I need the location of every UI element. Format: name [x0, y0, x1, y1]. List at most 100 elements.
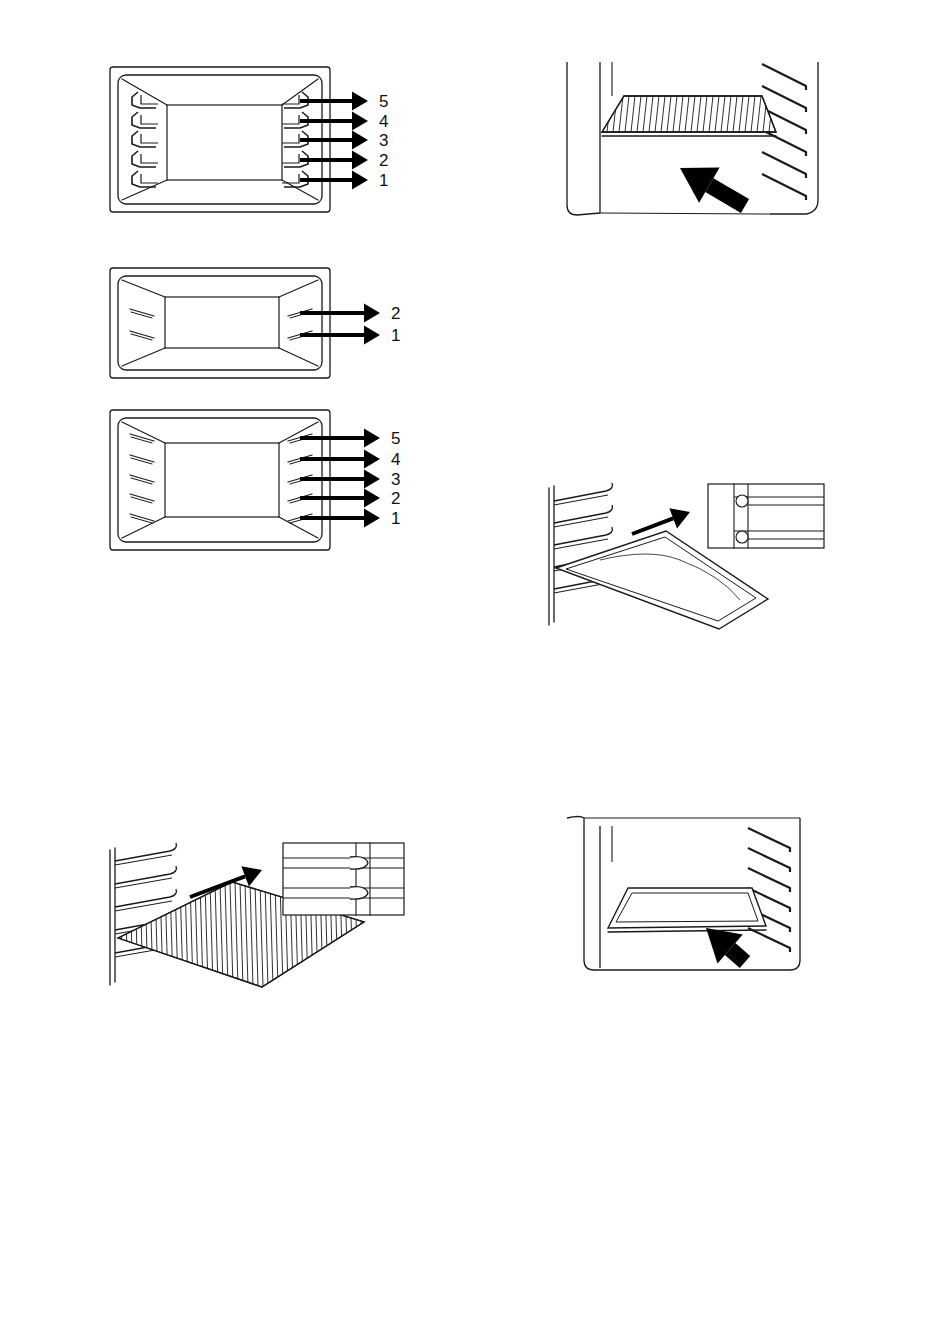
line-art	[721, 96, 725, 132]
line-art	[122, 348, 165, 366]
line-art	[748, 928, 790, 952]
line-art	[607, 96, 611, 132]
line-art	[748, 848, 790, 872]
line-art	[637, 96, 641, 132]
line-art	[122, 280, 165, 297]
line-art	[762, 130, 806, 156]
line-art	[250, 882, 253, 987]
line-art	[141, 154, 158, 163]
arrow-head	[364, 488, 380, 507]
back-wall	[167, 105, 282, 180]
line-art	[131, 437, 152, 443]
callout-number: 4	[390, 451, 401, 468]
line-art	[115, 889, 176, 907]
line-art	[775, 96, 779, 132]
line-art	[141, 174, 158, 183]
line-art	[132, 112, 156, 128]
arrow-shaft	[300, 457, 364, 461]
arrow-head	[364, 428, 380, 447]
line-art	[679, 96, 683, 132]
line-art	[245, 882, 248, 987]
line-art	[733, 96, 737, 132]
callout-number: 5	[378, 93, 389, 110]
line-art	[781, 96, 785, 132]
line-art	[145, 882, 148, 987]
line-art	[709, 96, 713, 132]
line-art	[745, 96, 749, 132]
arrow-head	[364, 449, 380, 468]
line-art	[122, 517, 165, 538]
line-art	[260, 882, 263, 987]
line-art	[567, 62, 600, 215]
line-art	[205, 882, 208, 987]
line-art	[279, 517, 318, 538]
line-art	[703, 96, 707, 132]
line-art	[165, 882, 168, 987]
arrow-shaft	[709, 185, 745, 206]
line-art	[589, 96, 593, 132]
arrow-shaft	[300, 477, 364, 481]
arrow-shaft	[300, 178, 352, 182]
arrow-head	[364, 325, 380, 344]
line-art	[553, 486, 554, 622]
line-art	[350, 857, 368, 870]
line-art	[762, 152, 806, 178]
arrow-head	[680, 168, 720, 203]
line-art	[601, 96, 605, 132]
line-art	[685, 96, 689, 132]
arrow-head	[352, 91, 368, 110]
line-art	[195, 882, 198, 987]
line-art	[115, 878, 172, 888]
line-art	[748, 504, 824, 505]
line-art	[115, 901, 172, 911]
line-art	[283, 897, 404, 898]
shelf-diagram-5-level	[110, 410, 380, 550]
arrow-head	[241, 866, 262, 886]
line-art	[566, 537, 756, 621]
line-art	[691, 96, 695, 132]
line-art	[155, 882, 158, 987]
line-art	[140, 882, 143, 987]
line-art	[554, 505, 612, 523]
line-art	[369, 843, 370, 915]
oven-front	[110, 268, 330, 378]
callout-number: 2	[390, 490, 401, 507]
line-art	[599, 62, 600, 213]
line-art	[602, 96, 776, 132]
line-art	[611, 62, 612, 96]
line-art	[265, 882, 268, 987]
detail-inset	[283, 843, 404, 915]
line-art	[762, 64, 806, 90]
oven-cavity	[118, 75, 322, 204]
line-art	[649, 96, 653, 132]
line-art	[150, 882, 153, 987]
line-art	[757, 96, 761, 132]
line-art	[748, 828, 790, 852]
line-art	[255, 882, 258, 987]
shelf-diagram-5-wire	[110, 67, 368, 212]
line-art	[115, 843, 176, 861]
line-art	[736, 531, 748, 543]
line-art	[275, 882, 278, 987]
arrow-shaft	[300, 333, 364, 337]
line-art	[554, 517, 608, 527]
line-art	[616, 893, 758, 922]
callout-number: 2	[378, 152, 389, 169]
line-art	[736, 495, 748, 507]
line-art	[282, 115, 299, 124]
line-art	[132, 151, 156, 167]
line-art	[715, 96, 719, 132]
callout-number: 4	[378, 113, 389, 130]
line-art	[110, 882, 113, 987]
line-art	[673, 96, 677, 132]
arrow-head	[352, 111, 368, 130]
line-art	[734, 530, 824, 531]
oven-front	[110, 410, 330, 550]
line-art	[600, 213, 770, 214]
line-art	[131, 334, 152, 340]
arrow-shaft	[300, 496, 364, 500]
arrow-head	[352, 130, 368, 149]
line-art	[132, 171, 156, 187]
